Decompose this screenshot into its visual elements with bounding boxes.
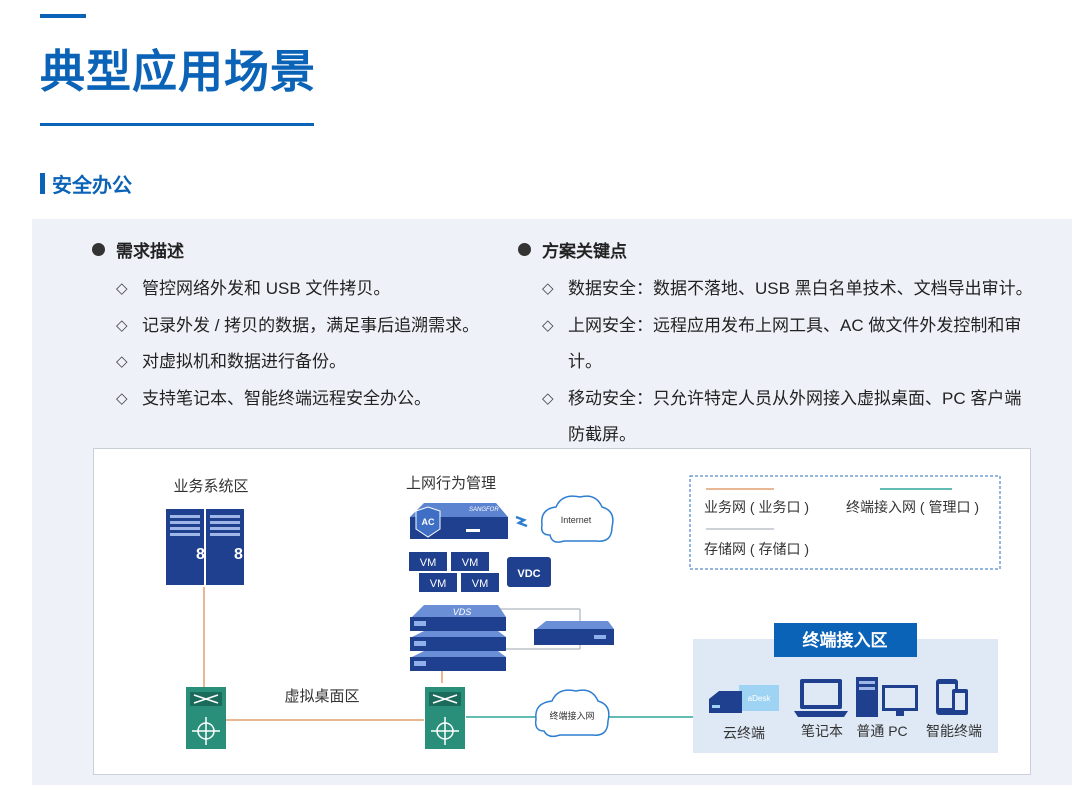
title-underline [40, 123, 314, 126]
vdc-block: VDC [507, 557, 551, 587]
diamond-icon: ◇ [542, 389, 554, 407]
needs-column: 需求描述 ◇ 管控网络外发和 USB 文件拷贝。 ◇ 记录外发 / 拷贝的数据，满足… [92, 236, 479, 417]
internet-mgmt-label: 上网行为管理 [406, 475, 496, 492]
keypoints-heading-label: 方案关键点 [542, 241, 627, 261]
vds-stack-icon: VDS [410, 605, 506, 671]
storage-appliance-icon [534, 621, 614, 645]
list-item: ◇ 记录外发 / 拷贝的数据，满足事后追溯需求。 [116, 308, 479, 345]
top-accent-rule [40, 14, 86, 18]
desktop-pc-icon [856, 677, 918, 717]
device-label-pc: 普通 PC [856, 723, 907, 739]
section-heading: 安全办公 [40, 171, 132, 197]
vm-block: VM [451, 552, 489, 571]
list-item-text: 管控网络外发和 USB 文件拷贝。 [142, 279, 391, 298]
svg-text:VM: VM [430, 578, 447, 590]
diamond-icon: ◇ [116, 316, 128, 334]
adesk-label: aDesk [748, 694, 772, 703]
list-item-text: 移动安全：只允许特定人员从外网接入虚拟桌面、PC 客户端防截屏。 [568, 388, 1022, 445]
list-item: ◇ 支持笔记本、智能终端远程安全办公。 [116, 381, 479, 418]
list-item-text: 记录外发 / 拷贝的数据，满足事后追溯需求。 [142, 315, 480, 335]
section-marker [40, 172, 45, 194]
list-item: ◇ 上网安全：远程应用发布上网工具、AC 做文件外发控制和审计。 [542, 308, 1042, 381]
device-label-smart-terminal: 智能终端 [926, 723, 982, 739]
internet-cloud-label: Internet [561, 515, 592, 525]
list-item: ◇ 移动安全：只允许特定人员从外网接入虚拟桌面、PC 客户端防截屏。 [542, 381, 1022, 454]
keypoints-list: ◇ 数据安全：数据不落地、USB 黑白名单技术、文档导出审计。 ◇ 上网安全：远程应… [518, 271, 1042, 454]
svg-text:VDC: VDC [517, 568, 540, 580]
ac-appliance-icon: AC SANGFOR [410, 503, 508, 539]
diagram-canvas: 8 8 业务系统区 虚拟桌面区 上网行为管理 AC SANGF [166, 475, 1001, 753]
diamond-icon: ◇ [116, 353, 128, 370]
keypoints-column: 方案关键点 ◇ 数据安全：数据不落地、USB 黑白名单技术、文档导出审计。 ◇ 上网… [518, 236, 1042, 454]
list-item-text: 对虚拟机和数据进行备份。 [142, 352, 346, 371]
legend-storage: 存储网 ( 存储口 ) [704, 541, 809, 557]
vm-block: VM [409, 552, 447, 571]
desktop-zone-label: 虚拟桌面区 [284, 688, 359, 705]
link-zigzag-icon [515, 515, 528, 528]
diamond-icon: ◇ [542, 280, 554, 297]
list-item: ◇ 数据安全：数据不落地、USB 黑白名单技术、文档导出审计。 [542, 271, 1042, 308]
page-title: 典型应用场景 [40, 46, 317, 97]
ac-badge-label: AC [422, 517, 435, 527]
list-item: ◇ 管控网络外发和 USB 文件拷贝。 [116, 271, 479, 308]
cloud-terminal-icon: aDesk [709, 685, 779, 713]
keypoints-heading: 方案关键点 [518, 236, 1042, 262]
terminal-net-cloud-icon: 终端接入网 [534, 689, 610, 738]
svg-text:VM: VM [462, 557, 479, 569]
svg-text:8: 8 [196, 546, 205, 563]
internet-cloud-icon: Internet [540, 495, 614, 543]
list-item-text: 数据安全：数据不落地、USB 黑白名单技术、文档导出审计。 [568, 279, 1033, 298]
device-label-cloud-terminal: 云终端 [723, 725, 765, 741]
vm-block: VM [419, 573, 457, 592]
terminal-net-cloud-label: 终端接入网 [549, 710, 594, 721]
terminal-zone-title: 终端接入区 [774, 623, 917, 657]
needs-heading-label: 需求描述 [116, 241, 184, 261]
svg-text:8: 8 [234, 546, 243, 563]
bullet-dot [92, 242, 105, 256]
vm-block: VM [461, 573, 499, 592]
business-zone-label: 业务系统区 [173, 478, 248, 495]
svg-text:VM: VM [420, 557, 437, 569]
switch-icon [186, 687, 226, 749]
list-item-text: 上网安全：远程应用发布上网工具、AC 做文件外发控制和审计。 [568, 315, 1022, 372]
diamond-icon: ◇ [116, 280, 128, 297]
legend-business: 业务网 ( 业务口 ) [704, 499, 809, 515]
legend-terminal: 终端接入网 ( 管理口 ) [846, 499, 979, 515]
server-icon: 8 8 [166, 509, 244, 585]
device-label-laptop: 笔记本 [801, 723, 843, 739]
list-item-text: 支持笔记本、智能终端远程安全办公。 [142, 388, 431, 408]
network-diagram: 8 8 业务系统区 虚拟桌面区 上网行为管理 AC SANGF [93, 448, 1031, 775]
needs-list: ◇ 管控网络外发和 USB 文件拷贝。 ◇ 记录外发 / 拷贝的数据，满足事后追溯需… [92, 271, 479, 417]
smart-device-icon [936, 679, 968, 715]
laptop-icon [794, 679, 848, 717]
svg-text:VM: VM [472, 578, 489, 590]
legend: 业务网 ( 业务口 ) 终端接入网 ( 管理口 ) 存储网 ( 存储口 ) [689, 475, 1001, 570]
diamond-icon: ◇ [116, 389, 128, 407]
list-item: ◇ 对虚拟机和数据进行备份。 [116, 344, 479, 381]
svg-text:终端接入区: 终端接入区 [803, 630, 888, 650]
brand-label: SANGFOR [469, 507, 499, 513]
bullet-dot [518, 242, 531, 256]
needs-heading: 需求描述 [92, 236, 479, 262]
section-title: 安全办公 [52, 174, 132, 197]
switch-icon [425, 687, 465, 749]
vds-label: VDS [453, 607, 472, 617]
diamond-icon: ◇ [542, 316, 554, 334]
